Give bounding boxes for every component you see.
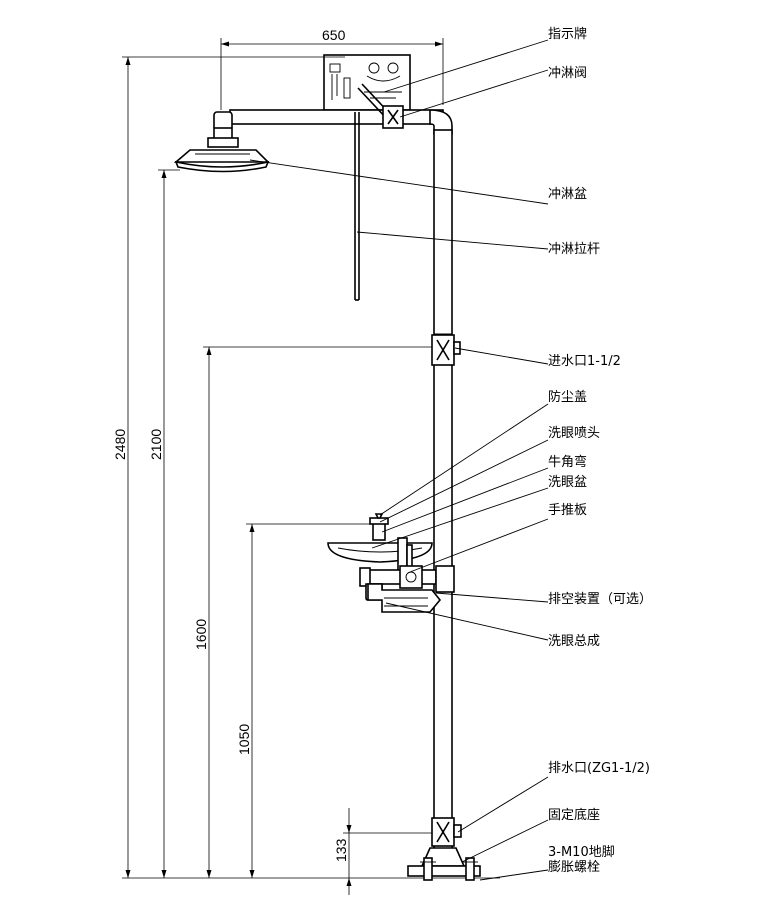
sign-board xyxy=(323,54,411,111)
label-eyewash-bowl: 洗眼盆 xyxy=(548,475,587,490)
label-push-plate: 手推板 xyxy=(548,503,587,518)
label-fixed-base: 固定底座 xyxy=(548,807,600,823)
drain-outlet-tee xyxy=(431,817,462,847)
shower-head xyxy=(173,111,270,173)
equipment xyxy=(173,54,481,881)
dim-2480: 2480 xyxy=(112,429,128,460)
label-sign: 指示牌 xyxy=(548,26,587,42)
label-elbow: 牛角弯 xyxy=(548,454,587,470)
label-anchor-line1: 3-M10地脚 xyxy=(548,844,615,860)
main-vertical-pipe xyxy=(433,129,453,851)
label-shower-head: 冲淋盆 xyxy=(548,187,587,202)
label-shower-valve: 冲淋阀 xyxy=(548,66,587,81)
label-drain-device: 排空装置（可选） xyxy=(548,592,652,607)
label-drain-outlet: 排水口(ZG1-1/2) xyxy=(548,761,650,776)
labels: 指示牌 冲淋阀 冲淋盆 冲淋拉杆 进水口1-1/2 防尘盖 洗眼喷头 牛角弯 洗… xyxy=(548,26,652,875)
drain-trap xyxy=(365,583,442,613)
label-eyewash-assembly: 洗眼总成 xyxy=(548,634,600,649)
label-anchor-line2: 膨胀螺栓 xyxy=(548,860,600,875)
dim-650: 650 xyxy=(322,27,346,43)
overhead-pipe xyxy=(229,109,444,125)
dimension-texts: 650 2480 2100 1600 1050 133 xyxy=(112,27,349,862)
pull-rod xyxy=(354,112,360,301)
dim-1050: 1050 xyxy=(236,724,252,755)
dim-2100: 2100 xyxy=(148,429,164,460)
label-water-inlet: 进水口1-1/2 xyxy=(548,354,621,369)
dimension-lines xyxy=(122,38,500,895)
leader-lines xyxy=(249,39,549,881)
label-dust-cover: 防尘盖 xyxy=(548,389,587,405)
shower-valve xyxy=(382,105,404,129)
label-eyewash-nozzle: 洗眼喷头 xyxy=(548,426,600,441)
eyewash-bowl xyxy=(327,513,433,563)
fixed-base xyxy=(407,847,481,881)
eyewash-valve xyxy=(359,565,455,593)
label-pull-rod: 冲淋拉杆 xyxy=(548,242,600,257)
dim-133: 133 xyxy=(333,838,349,862)
dim-1600: 1600 xyxy=(193,619,209,650)
water-inlet-tee xyxy=(431,334,461,366)
